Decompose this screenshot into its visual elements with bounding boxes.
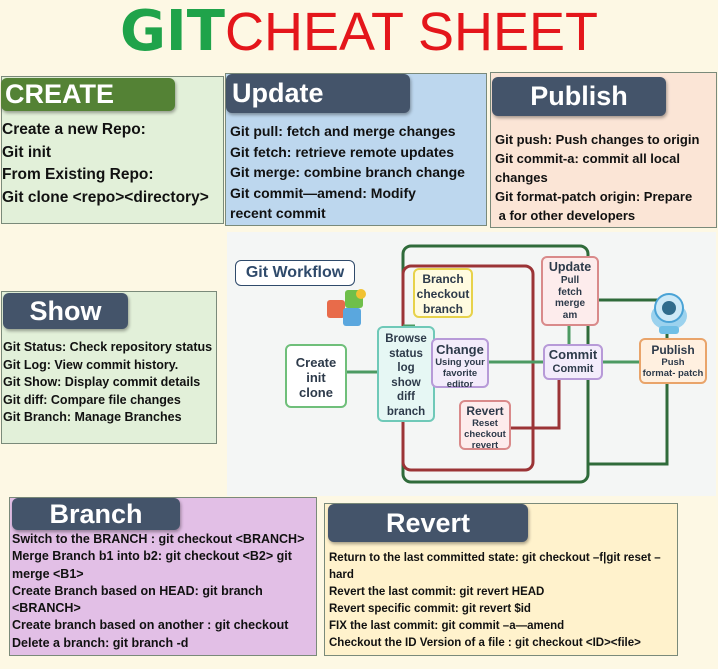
node-revert-title: Revert [466,404,504,418]
branch-text: Switch to the BRANCH : git checkout <BRA… [12,531,304,652]
publish-line: Git commit-a: commit all local [495,151,680,166]
show-line: Git Status: Check repository status [3,340,213,354]
node-browse-line: log [397,362,415,374]
publish-return-line [589,382,669,466]
node-browse-line: diff [397,391,415,403]
show-line: Git diff: Compare file changes [3,392,181,407]
create-header: CREATE [1,78,175,111]
revert-line: Revert the last commit: git revert HEAD [329,586,545,598]
node-change-line: favorite [442,368,478,379]
publish-panel: Publish Git push: Push changes to origin… [490,72,717,228]
workflow-diagram: Git Workflow Create init clone Browse st… [227,232,716,496]
workflow-node-update: Update Pull fetch merge am [541,256,599,326]
commit-revert-line [507,378,561,430]
update-line: Git commit—amend: Modify [230,184,416,201]
publish-line: a for other developers [495,208,636,223]
publish-line: changes [495,170,548,185]
branch-line: Merge Branch b1 into b2: git checkout <B… [12,549,292,564]
publish-text: Git push: Push changes to origin Git com… [495,130,699,225]
branch-line: merge <B1> [12,566,84,581]
node-create-line: clone [299,385,333,400]
branch-line: <BRANCH> [12,601,81,616]
show-header: Show [3,293,128,329]
create-line: Git init [2,143,52,161]
node-create-line: init [306,370,326,385]
branch-header: Branch [12,498,180,530]
show-line: Git Show: Display commit details [3,375,201,389]
title-cheat-sheet: CHEAT SHEET [224,2,599,62]
node-revert-line: Reset [472,418,498,429]
node-publish-line: Push [661,357,685,368]
node-change-line: Using your [435,357,485,368]
revert-line: Revert specific commit: git revert $id [329,603,531,615]
node-revert-line: revert [471,440,499,451]
update-line: Git pull: fetch and merge changes [230,123,456,139]
revert-text: Return to the last committed state: git … [329,550,661,652]
node-commit-line: Commit [552,363,594,375]
workflow-node-commit: Commit Commit [543,344,603,380]
node-branch-title: Branch [422,272,464,286]
node-update-line: Pull [560,275,580,286]
node-branch-line: checkout [416,287,470,301]
node-update-title: Update [548,260,592,274]
node-browse-title: Browse [385,333,427,345]
workflow-label: Git Workflow [235,260,355,286]
node-update-line: merge [554,298,585,309]
revert-line: Return to the last committed state: git … [329,552,661,564]
create-line: Git clone <repo><directory> [2,188,209,206]
revert-line: Checkout the ID Version of a file : git … [329,637,641,649]
puzzle-icon [323,284,373,330]
update-header: Update [226,74,410,113]
branch-line: Switch to the BRANCH : git checkout <BRA… [12,532,305,546]
workflow-node-change: Change Using your favorite editor [431,338,489,390]
update-text: Git pull: fetch and merge changes Git fe… [230,121,465,224]
node-change-line: editor [446,379,474,390]
workflow-node-revert: Revert Reset checkout revert [459,400,511,451]
workflow-node-branch: Branch checkout branch [413,268,473,318]
node-create-title: Create [295,355,337,370]
workflow-node-create: Create init clone [285,344,347,408]
node-update-line: am [562,309,578,321]
update-line: Git merge: combine branch change [230,164,465,180]
node-branch-line: branch [422,302,463,316]
node-update-line: fetch [558,286,582,298]
revert-header: Revert [328,504,528,542]
create-text: Create a new Repo: Git init From Existin… [2,119,209,209]
create-line: From Existing Repo: [2,166,154,183]
node-browse-line: status [389,347,423,360]
node-revert-line: checkout [464,429,506,440]
page-title: GITCHEAT SHEET [0,0,718,64]
update-line: recent commit [230,205,326,221]
update-panel: Update Git pull: fetch and merge changes… [225,73,487,226]
branch-line: Delete a branch: git branch -d [12,635,189,650]
publish-line: Git format-patch origin: Prepare [495,189,693,204]
publish-line: Git push: Push changes to origin [495,132,700,147]
show-text: Git Status: Check repository status Git … [3,339,212,427]
node-publish-title: Publish [651,343,695,357]
node-commit-title: Commit [548,347,598,362]
title-git: GIT [119,0,225,64]
create-line: Create a new Repo: [2,121,146,138]
show-panel: Show Git Status: Check repository status… [1,291,217,444]
branch-panel: Branch Switch to the BRANCH : git checko… [9,497,317,656]
node-change-title: Change [436,342,484,357]
robot-icon [647,286,691,336]
branch-line: Create Branch based on HEAD: git branch [12,583,263,598]
publish-header: Publish [492,77,666,116]
create-panel: CREATE Create a new Repo: Git init From … [1,76,224,224]
show-line: Git Branch: Manage Branches [3,410,182,424]
revert-line: hard [329,569,354,581]
workflow-node-browse: Browse status log show diff branch [377,326,435,422]
node-publish-line: format- patch [642,368,704,379]
revert-panel: Revert Return to the last committed stat… [324,503,678,656]
node-browse-line: branch [386,405,426,418]
node-browse-line: show [391,376,421,389]
update-line: Git fetch: retrieve remote updates [230,143,455,160]
branch-line: Create branch based on another : git che… [12,618,289,633]
revert-line: FIX the last commit: git commit –a—amend [329,620,565,632]
workflow-node-publish: Publish Push format- patch [639,338,707,384]
show-line: Git Log: View commit history. [3,357,179,372]
